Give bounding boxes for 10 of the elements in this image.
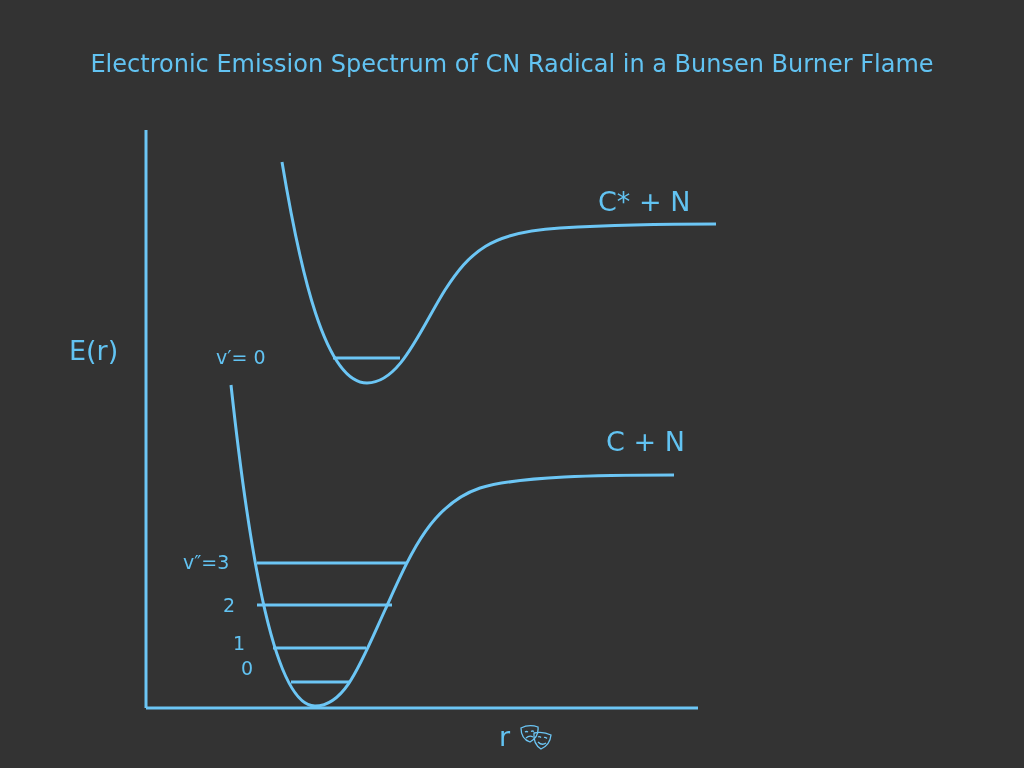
dissociation-limit-label: C + N [606,428,685,455]
vibrational-level-label: 0 [241,659,254,678]
title: Electronic Emission Spectrum of CN Radical in a Bunsen Burner Flame [89,52,935,76]
dissociation-limit-label: C* + N [598,188,691,215]
axis-label: E(r) [69,337,119,364]
axis-label: r [499,723,511,750]
vibrational-level-label: 2 [223,596,236,615]
vibrational-level-label: v′= 0 [216,348,266,367]
vibrational-level-label: v″=3 [183,553,230,572]
vibrational-level-label: 1 [233,634,246,653]
